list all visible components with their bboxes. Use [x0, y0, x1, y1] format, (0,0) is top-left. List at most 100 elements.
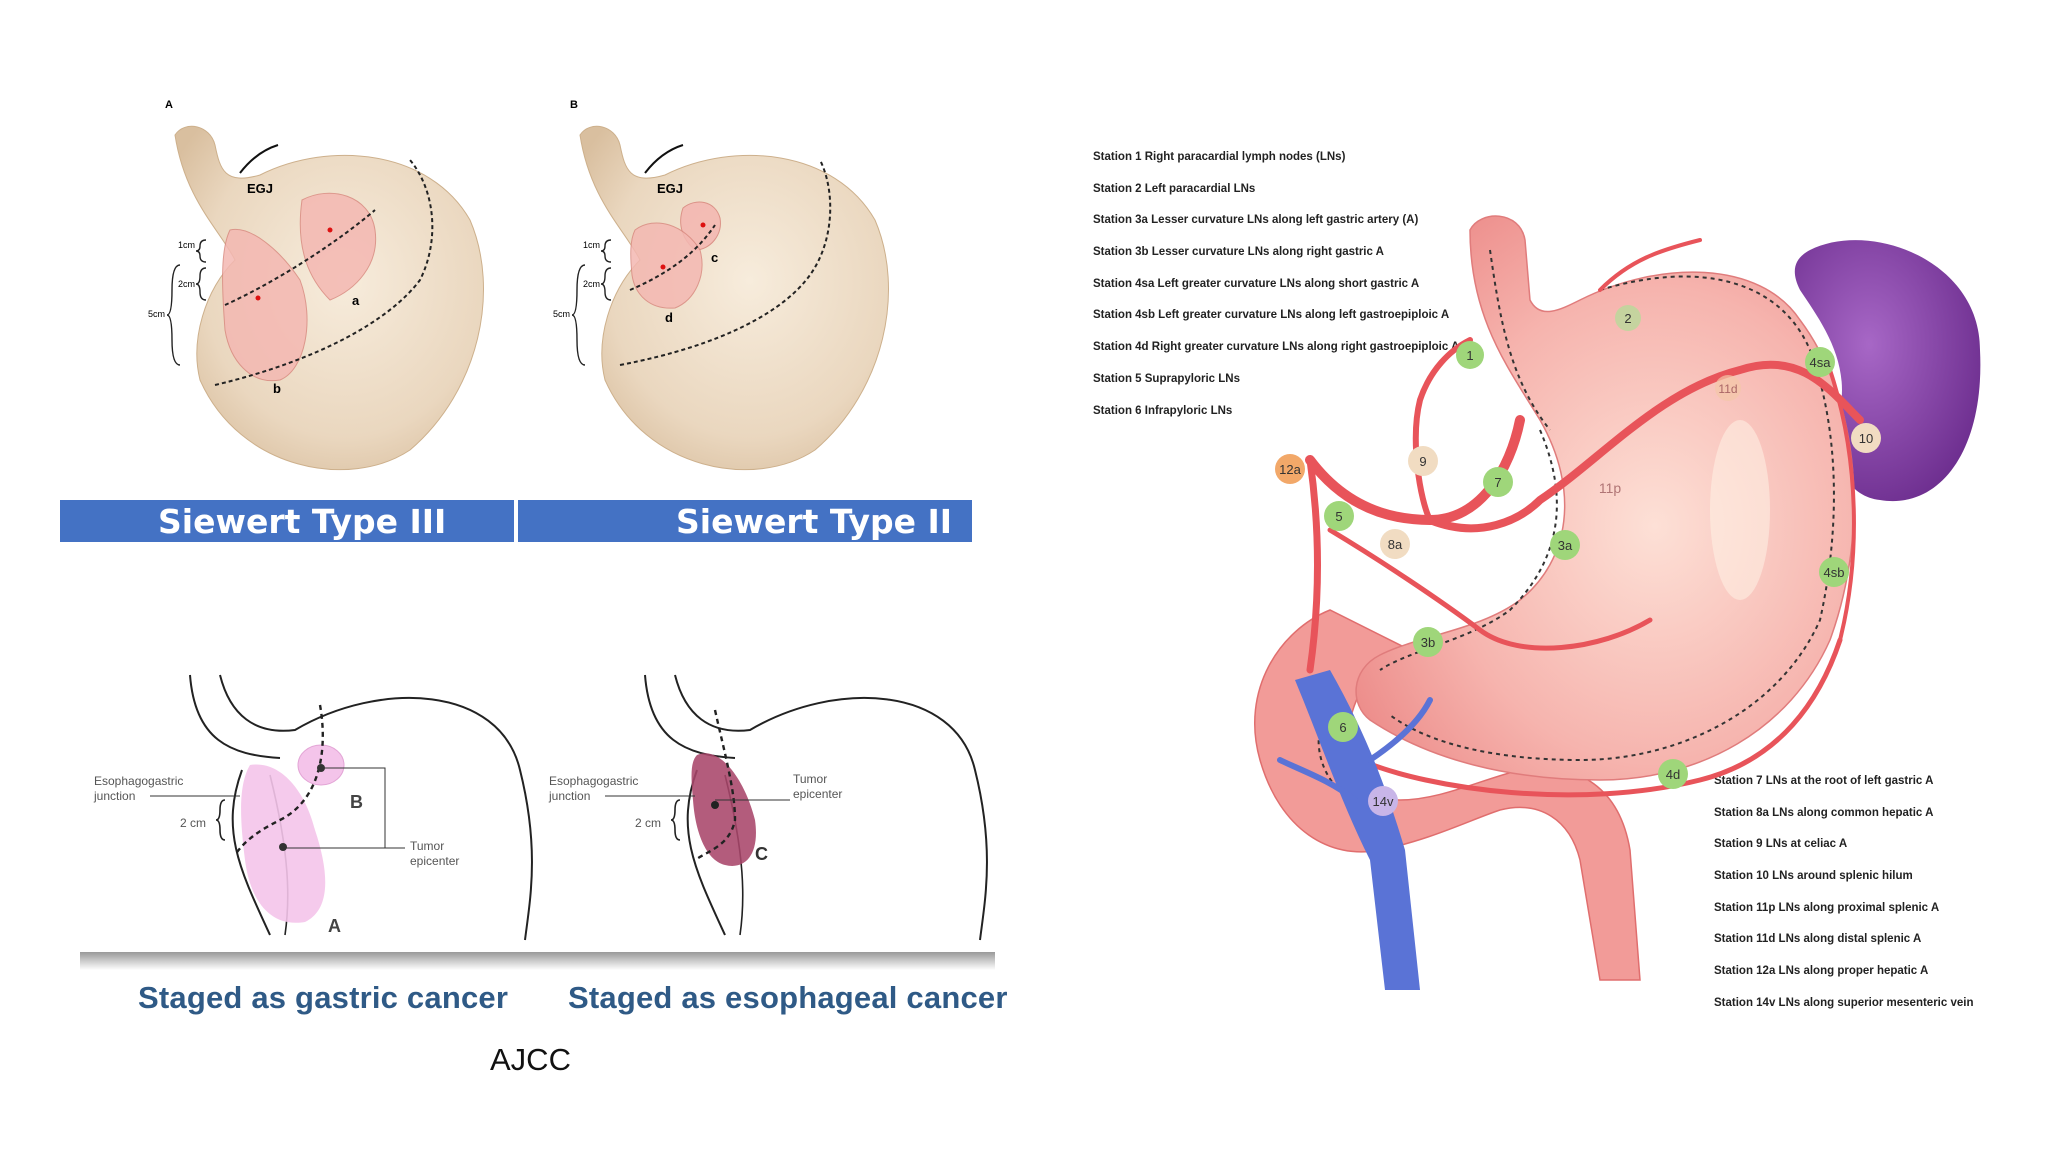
legend-item: Station 11p LNs along proximal splenic A	[1714, 901, 1940, 914]
arteries	[1305, 238, 1864, 798]
ajcc-shadow-bar	[80, 952, 995, 970]
node-11d: 11d	[1715, 375, 1741, 401]
tumor-label-1-right: Tumor	[793, 772, 827, 786]
legend-item: Station 4sb Left greater curvature LNs a…	[1093, 309, 1450, 322]
svg-text:11d: 11d	[1718, 382, 1737, 396]
legend-item: Station 4d Right greater curvature LNs a…	[1093, 341, 1460, 354]
stomach	[1355, 215, 1855, 781]
node-3b: 3b	[1413, 627, 1443, 657]
node-4d: 4d	[1658, 759, 1688, 789]
legend-item: Station 11d LNs along distal splenic A	[1714, 933, 1922, 946]
zone-d-label: d	[665, 310, 673, 325]
legend-item: Station 2 Left paracardial LNs	[1093, 182, 1256, 195]
staged-esophageal-caption: Staged as esophageal cancer	[568, 980, 1008, 1015]
superior-mesenteric-vein	[1295, 670, 1420, 990]
legend-item: Station 6 Infrapyloric LNs	[1093, 404, 1233, 417]
svg-text:6: 6	[1339, 720, 1346, 735]
zone-b-label: b	[273, 381, 281, 396]
zone-c-label: c	[711, 250, 718, 265]
banner-left-label: Siewert Type III	[158, 501, 447, 541]
legend-item: Station 3b Lesser curvature LNs along ri…	[1093, 246, 1384, 259]
dist-1cm-b: 1cm	[583, 240, 600, 250]
ajcc-source-label: AJCC	[490, 1042, 571, 1077]
node-9: 9	[1408, 446, 1438, 476]
svg-text:3b: 3b	[1421, 635, 1435, 650]
staged-gastric-caption: Staged as gastric cancer	[138, 980, 509, 1015]
svg-text:11p: 11p	[1599, 480, 1622, 496]
ajcc-right-panel: C Tumor epicenter Esophagogastric juncti…	[548, 674, 988, 941]
egj-label-1-right: Esophagogastric	[549, 774, 638, 788]
legend-item: Station 8a LNs along common hepatic A	[1714, 806, 1934, 819]
banner-siewert-type-2: Siewert Type II	[518, 500, 972, 542]
dist-1cm-a: 1cm	[178, 240, 195, 250]
node-8a: 8a	[1380, 529, 1410, 559]
node-4sb: 4sb	[1819, 557, 1849, 587]
egj-label-1-left: Esophagogastric	[94, 774, 183, 788]
egj-label-b: EGJ	[657, 181, 683, 196]
dist-2cm-b: 2cm	[583, 279, 600, 289]
ajcc-left-panel: B A Tumor epicenter Esophagogastric junc…	[93, 674, 533, 941]
siewert-diagrams: A EGJ a b 1cm 2cm 5cm B EGJ c d 1cm 2cm …	[148, 99, 889, 470]
egj-label-2-left: junction	[93, 789, 135, 803]
tumor-label-2-left: epicenter	[410, 854, 459, 868]
dist-2cm-a: 2cm	[178, 279, 195, 289]
svg-text:12a: 12a	[1279, 462, 1301, 477]
banner-siewert-type-3: Siewert Type III	[60, 500, 514, 542]
panel-a-letter: A	[165, 99, 173, 111]
legend-item: Station 12a LNs along proper hepatic A	[1714, 965, 1929, 978]
legend-item: Station 7 LNs at the root of left gastri…	[1714, 775, 1934, 787]
svg-text:3a: 3a	[1558, 538, 1573, 553]
station-legend-bottom: Station 7 LNs at the root of left gastri…	[1714, 766, 1973, 1020]
node-12a: 12a	[1275, 454, 1305, 484]
node-5: 5	[1324, 501, 1354, 531]
node-7: 7	[1483, 467, 1513, 497]
legend-item: Station 14v LNs along superior mesenteri…	[1714, 996, 1974, 1009]
tumor-c-mark: C	[755, 844, 768, 864]
node-3a: 3a	[1550, 530, 1580, 560]
svg-text:1: 1	[1466, 348, 1473, 363]
ajcc-diagrams: B A Tumor epicenter Esophagogastric junc…	[80, 674, 995, 970]
svg-text:9: 9	[1419, 454, 1426, 469]
lymph-node-map: 1 2 3a 3b 4sa 4sb 4d 5 6 7 8a 9 10 11p 1…	[1254, 215, 1981, 990]
egj-label-2-right: junction	[548, 789, 590, 803]
svg-text:4d: 4d	[1666, 767, 1680, 782]
svg-text:4sa: 4sa	[1810, 355, 1832, 370]
svg-text:10: 10	[1859, 431, 1873, 446]
legend-item: Station 10 LNs around splenic hilum	[1714, 870, 1913, 883]
dist-2cm-left: 2 cm	[180, 816, 206, 830]
tumor-b-mark: B	[350, 792, 363, 812]
legend-item: Station 9 LNs at celiac A	[1714, 838, 1848, 851]
zone-d-region	[630, 222, 703, 309]
tumor-label-1-left: Tumor	[410, 839, 444, 853]
station-legend-top: Station 1 Right paracardial lymph nodes …	[1093, 142, 1459, 427]
node-2: 2	[1615, 305, 1641, 331]
node-6: 6	[1328, 712, 1358, 742]
svg-text:2: 2	[1624, 311, 1631, 326]
tumor-c-region	[691, 753, 756, 866]
zone-a-label: a	[352, 293, 360, 308]
node-1: 1	[1456, 341, 1484, 369]
banner-right-label: Siewert Type II	[676, 501, 953, 541]
legend-item: Station 3a Lesser curvature LNs along le…	[1093, 214, 1419, 227]
stomach-b	[579, 125, 889, 470]
legend-item: Station 1 Right paracardial lymph nodes …	[1093, 151, 1346, 163]
svg-text:8a: 8a	[1388, 537, 1403, 552]
zone-b-region	[222, 228, 308, 382]
dist-5cm-a: 5cm	[148, 309, 165, 319]
node-10: 10	[1851, 423, 1881, 453]
tumor-label-2-right: epicenter	[793, 787, 842, 801]
svg-text:7: 7	[1494, 475, 1501, 490]
svg-text:14v: 14v	[1373, 794, 1394, 809]
panel-b-letter: B	[570, 99, 578, 111]
legend-item: Station 5 Suprapyloric LNs	[1093, 372, 1240, 385]
dist-5cm-b: 5cm	[553, 309, 570, 319]
node-14v: 14v	[1368, 786, 1398, 816]
node-11p: 11p	[1599, 480, 1622, 496]
dist-2cm-right: 2 cm	[635, 816, 661, 830]
siewert-panel-b: B EGJ c d 1cm 2cm 5cm	[553, 99, 889, 470]
egj-label-a: EGJ	[247, 181, 273, 196]
node-4sa: 4sa	[1805, 347, 1835, 377]
siewert-panel-a: A EGJ a b 1cm 2cm 5cm	[148, 99, 484, 470]
svg-text:5: 5	[1335, 509, 1342, 524]
svg-text:4sb: 4sb	[1824, 565, 1845, 580]
